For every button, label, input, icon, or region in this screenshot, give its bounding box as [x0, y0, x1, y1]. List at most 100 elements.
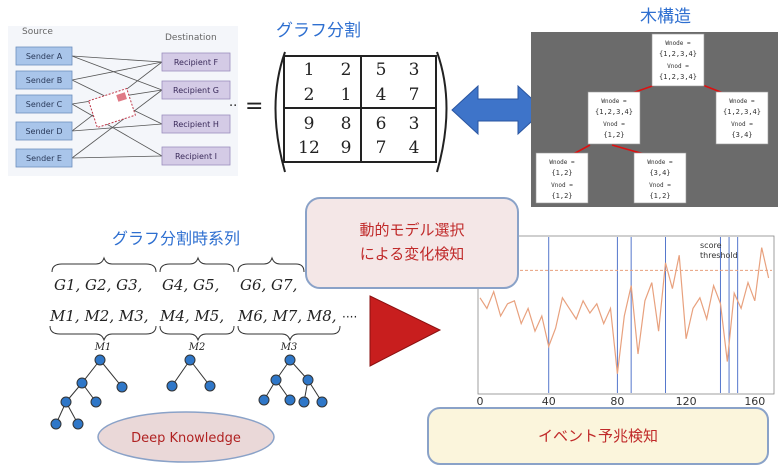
recipient-h-node: Recipient H: [161, 114, 231, 134]
node-text: {1,2}: [551, 192, 572, 200]
node-text: {1,2,3,4}: [723, 108, 761, 116]
matrix-cell: 9: [341, 138, 352, 158]
m-row-part-3: M6, M7, M8,: [237, 307, 337, 325]
ellipsis-dots: ··: [229, 99, 237, 114]
g-row-part-3: G6, G7,: [240, 276, 297, 294]
node-text: {1,2,3,4}: [659, 73, 697, 81]
x-axis-ticks: 0 40 80 120 160: [477, 395, 766, 408]
recipient-f-label: Recipient F: [174, 58, 219, 67]
node-text: {1,2}: [603, 131, 624, 139]
matrix-cell: 7: [409, 85, 420, 105]
node-text: Vnod =: [603, 121, 625, 128]
sender-e-label: Sender E: [26, 154, 62, 163]
sender-c-node: Sender C: [15, 94, 73, 114]
m-tree-label-1: M1: [94, 342, 112, 353]
node-text: Vnod =: [649, 182, 671, 189]
matrix-cell: 1: [341, 85, 352, 105]
matrix-cell: 6: [376, 114, 387, 134]
source-label: Source: [22, 27, 53, 37]
node-text: Wnode =: [729, 98, 755, 105]
recipient-f-node: Recipient F: [161, 52, 231, 72]
node-text: Vnod =: [731, 121, 753, 128]
recipient-i-node: Recipient I: [161, 146, 231, 166]
g-row-part-2: G4, G5,: [162, 276, 219, 294]
score-series-line: [479, 247, 770, 374]
event-prediction-label: イベント予兆検知: [538, 427, 658, 445]
tree-node-leaf-left: Wnode = {1,2} Vnod = {1,2}: [535, 152, 589, 204]
red-triangle-arrow-icon: [369, 295, 442, 367]
tree-node-leaf-right: Wnode = {3,4} Vnod = {1,2}: [633, 152, 687, 204]
x-tick-label: 0: [477, 395, 484, 408]
partition-title: グラフ分割: [276, 21, 361, 41]
matrix-cell: 3: [409, 60, 420, 80]
node-text: {1,2,3,4}: [659, 50, 697, 58]
m-tree-label-2: M2: [188, 342, 206, 353]
partition-panel: グラフ分割 ·· = 1 2 5 3 2 1 4 7 9 8 6 3 12 9 …: [229, 21, 448, 173]
matrix-cell: 3: [409, 114, 420, 134]
matrix-cells: 1 2 5 3 2 1 4 7 9 8 6 3 12 9 7 4: [298, 60, 419, 158]
matrix-cell: 9: [304, 114, 315, 134]
matrix-cell: 7: [376, 138, 387, 158]
node-text: {1,2,3,4}: [595, 108, 633, 116]
tree-panel: 木構造 Wnode = {1,2,3,4} Vnod = {1,2,3,4} W…: [531, 7, 778, 207]
left-paren: [274, 51, 286, 173]
legend-threshold: threshold: [700, 251, 738, 260]
recipient-g-node: Recipient G: [161, 80, 231, 100]
x-tick-label: 120: [676, 395, 697, 408]
x-tick-label: 160: [744, 395, 765, 408]
matrix-cell: 4: [376, 85, 387, 105]
tree-node-mid-left: Wnode = {1,2,3,4} Vnod = {1,2}: [587, 91, 641, 145]
m-row-ellipsis: ····: [342, 310, 357, 324]
matrix-cell: 2: [341, 60, 352, 80]
mini-tree-2: [166, 354, 216, 392]
double-arrow-icon: [451, 84, 545, 136]
timeseries-chart: score threshold 0 40 80 120 160: [477, 235, 775, 408]
chart-plot-area: [477, 235, 775, 395]
recipient-g-label: Recipient G: [173, 86, 219, 95]
matrix-cell: 8: [341, 114, 352, 134]
sender-d-label: Sender D: [25, 127, 62, 136]
node-text: {3,4}: [649, 169, 670, 177]
x-tick-label: 40: [542, 395, 556, 408]
matrix-cell: 5: [376, 60, 387, 80]
sender-d-node: Sender D: [15, 121, 73, 141]
x-tick-label: 80: [610, 395, 624, 408]
node-text: Wnode =: [647, 159, 673, 166]
model-selection-line-1: 動的モデル選択: [359, 221, 464, 239]
recipient-i-label: Recipient I: [175, 152, 217, 161]
g-row-braces: [51, 256, 305, 273]
node-text: Wnode =: [549, 159, 575, 166]
destination-label: Destination: [165, 33, 217, 43]
matrix-cell: 4: [409, 138, 420, 158]
sender-c-label: Sender C: [26, 100, 63, 109]
envelope-icon: [88, 87, 136, 129]
m-tree-label-3: M3: [280, 342, 298, 353]
partition-timeseries-panel: グラフ分割時系列 G1, G2, G3, G4, G5, G6, G7, M1,…: [49, 229, 357, 463]
model-selection-line-2: による変化検知: [360, 245, 465, 263]
recipient-h-label: Recipient H: [173, 120, 219, 129]
event-prediction-callout: イベント予兆検知: [427, 407, 769, 465]
right-paren: [436, 51, 448, 173]
sender-a-label: Sender A: [26, 52, 63, 61]
node-text: Wnode =: [665, 40, 691, 47]
m-row-underbraces: [49, 325, 341, 342]
deep-knowledge-badge: Deep Knowledge: [97, 411, 275, 463]
sender-e-node: Sender E: [15, 148, 73, 168]
timeseries-title: グラフ分割時系列: [112, 229, 240, 248]
node-text: Vnod =: [551, 182, 573, 189]
node-text: {3,4}: [731, 131, 752, 139]
mini-tree-3: [258, 354, 328, 408]
graph-edges: [71, 55, 163, 159]
tree-node-mid-right: Wnode = {1,2,3,4} Vnod = {3,4}: [715, 91, 769, 145]
mini-tree-1: [50, 354, 128, 430]
node-text: {1,2}: [551, 169, 572, 177]
event-lines: [548, 237, 739, 393]
equals-sign: =: [245, 94, 263, 119]
legend-score: score: [700, 241, 722, 250]
node-text: {1,2}: [649, 192, 670, 200]
node-text: Wnode =: [601, 98, 627, 105]
tree-node-root: Wnode = {1,2,3,4} Vnod = {1,2,3,4}: [651, 33, 705, 87]
matrix-cell: 1: [304, 60, 315, 80]
matrix-cell: 12: [298, 138, 320, 158]
